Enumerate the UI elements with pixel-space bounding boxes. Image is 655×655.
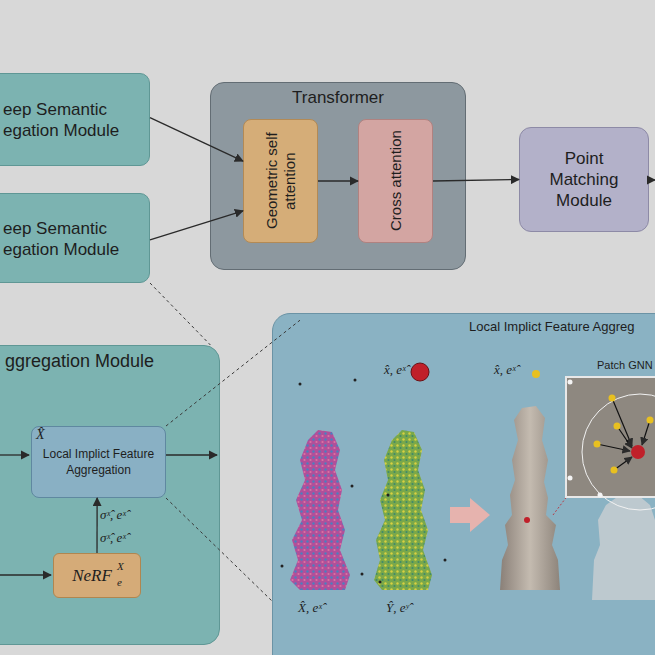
node-text: Transformer [211, 83, 465, 108]
dotted-link [166, 498, 272, 601]
flow-arrow [318, 180, 358, 181]
module-box: eep Semantic egation Module [0, 193, 150, 283]
dotted-link [166, 320, 300, 426]
node-text: eep Semantic egation Module [3, 99, 133, 141]
math-label: x̂, eˣ̂ [494, 362, 516, 378]
node-text: Geometric self attention [263, 125, 299, 237]
flow-arrow [150, 118, 243, 162]
attention-box: Cross attention [358, 119, 433, 243]
math-label: X̂, eˣ̂ [298, 600, 322, 616]
node-text: Local Implict Feature Aggregation [42, 446, 155, 478]
node-text: NeRF [72, 566, 112, 586]
node-text: Point Matching Module [528, 148, 640, 211]
module-box: eep Semantic egation Module [0, 73, 150, 166]
node-text: X [117, 560, 124, 572]
transformer-box: TransformerGeometric self attention Cross… [210, 82, 466, 270]
output-arrow [649, 179, 655, 180]
module-panel: ggregation ModuleLocal Implict Feature A… [0, 345, 220, 645]
math-label: σˣ̂, eˣ̂ [100, 507, 126, 523]
nerf-box: NeRF Xe [53, 553, 141, 598]
flow-arrow [433, 180, 519, 182]
flow-arrow [150, 211, 243, 240]
attention-box: Geometric self attention [243, 119, 318, 243]
flow-arrow [96, 498, 97, 553]
math-label: X̂ [36, 427, 45, 443]
node-text: e [117, 576, 122, 588]
inset-label: Patch GNN [597, 359, 653, 371]
module-box: Point Matching Module [519, 127, 649, 232]
node-text: Cross attention [387, 125, 405, 237]
node-text: eep Semantic egation Module [3, 218, 133, 260]
node-text: ggregation Module [0, 346, 219, 372]
math-label: Ŷ, eʸ̂ [386, 600, 409, 616]
process-box: Local Implict Feature Aggregation [31, 426, 166, 498]
math-label: σˣ̂, eˣ̂ [100, 530, 126, 546]
math-label: x̂, eˣ̂ [384, 362, 406, 378]
dotted-link [150, 283, 210, 345]
node-text: Local Implict Feature Aggreg [469, 319, 634, 334]
